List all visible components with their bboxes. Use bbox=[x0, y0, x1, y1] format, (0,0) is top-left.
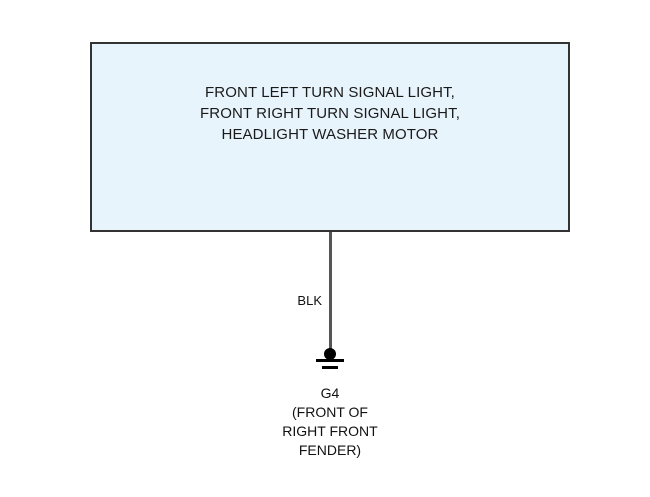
wire-color-label: BLK bbox=[297, 293, 322, 308]
ground-bar-short-icon bbox=[322, 366, 338, 369]
ground-label-line-4: FENDER) bbox=[298, 442, 362, 458]
ground-bar-long-icon bbox=[316, 359, 344, 362]
component-label-line-3: HEADLIGHT WASHER MOTOR bbox=[221, 126, 439, 143]
chassis-ground-symbol bbox=[306, 348, 354, 374]
component-box: FRONT LEFT TURN SIGNAL LIGHT, FRONT RIGH… bbox=[90, 42, 570, 232]
component-label-line-1: FRONT LEFT TURN SIGNAL LIGHT, bbox=[205, 84, 455, 101]
component-label-line-2: FRONT RIGHT TURN SIGNAL LIGHT, bbox=[200, 105, 460, 122]
ground-label-line-3: RIGHT FRONT bbox=[282, 423, 378, 439]
ground-label-line-2: (FRONT OF bbox=[292, 404, 368, 420]
ground-label-line-1: G4 bbox=[320, 385, 340, 401]
ground-node-dot-icon bbox=[324, 348, 336, 360]
ground-label: G4 (FRONT OF RIGHT FRONT FENDER) bbox=[230, 384, 430, 460]
component-box-label: FRONT LEFT TURN SIGNAL LIGHT, FRONT RIGH… bbox=[92, 82, 568, 145]
ground-wire bbox=[329, 232, 332, 355]
